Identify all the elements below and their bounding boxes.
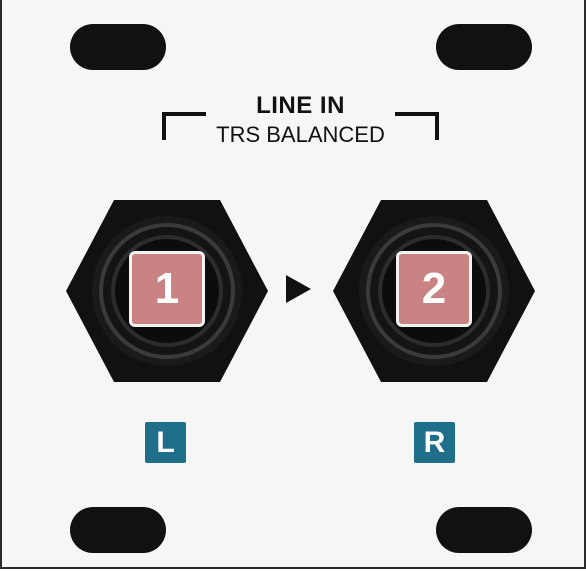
jack-input-1[interactable]: 1 [62, 196, 272, 391]
section-subtitle: TRS BALANCED [216, 122, 385, 147]
mounting-hole-bottom-left [70, 507, 166, 553]
section-header: LINE IN TRS BALANCED [162, 90, 439, 150]
section-title: LINE IN [256, 92, 345, 119]
jack-number-badge: 2 [396, 251, 472, 327]
bracket-left-vertical [162, 112, 166, 140]
channel-label-right: R [414, 422, 455, 463]
channel-label-left: L [145, 422, 186, 463]
stereo-link-arrow-icon [286, 275, 311, 303]
jack-input-2[interactable]: 2 [329, 196, 539, 391]
jack-number-badge: 1 [129, 251, 205, 327]
bracket-left-horizontal [162, 112, 206, 116]
bracket-right-vertical [435, 112, 439, 140]
bracket-right-horizontal [395, 112, 439, 116]
mounting-hole-bottom-right [436, 507, 532, 553]
mounting-hole-top-left [70, 24, 166, 70]
mounting-hole-top-right [436, 24, 532, 70]
